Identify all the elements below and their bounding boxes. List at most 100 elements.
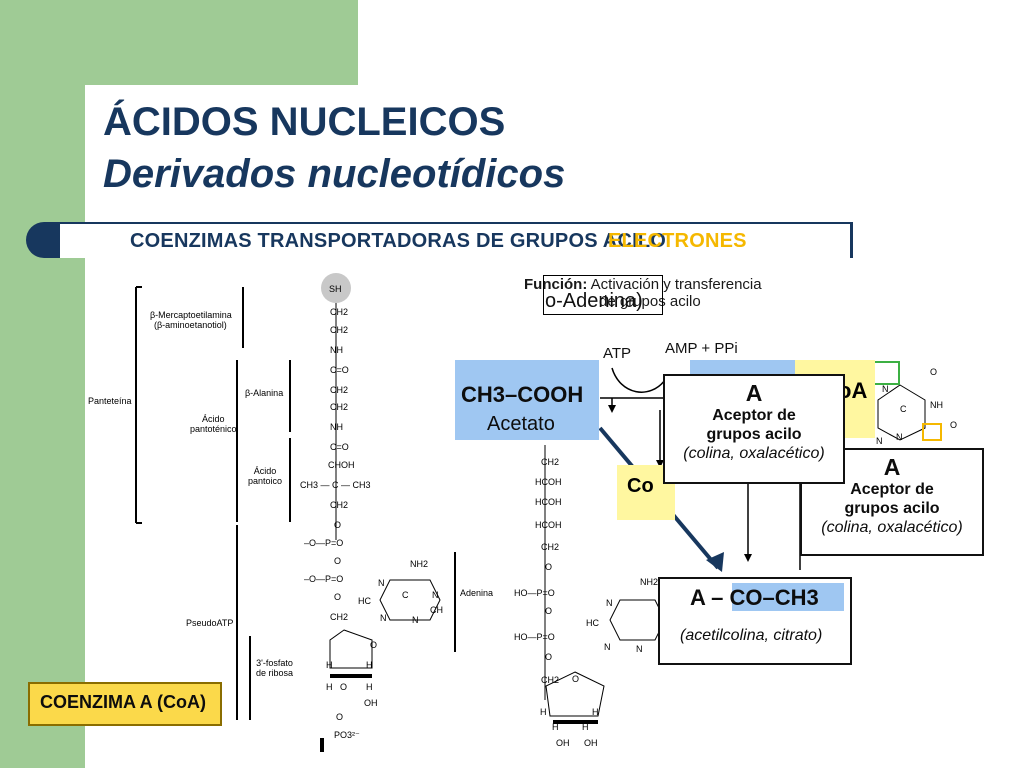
acceptor-box-front: A Aceptor de grupos acilo (colina, oxala… xyxy=(663,374,845,484)
svg-text:NH2: NH2 xyxy=(640,577,658,587)
acceptor-line1-back: Aceptor de xyxy=(850,481,934,498)
svg-text:H: H xyxy=(326,682,333,692)
product-box: A – CO–CH3 (acetilcolina, citrato) xyxy=(658,577,852,665)
overlap-fragment: o-Adenina) xyxy=(545,290,643,312)
acetate-name: Acetato xyxy=(487,413,555,435)
banner-title: COENZIMAS TRANSPORTADORAS DE GRUPOS ACIL… xyxy=(130,230,666,252)
svg-text:N: N xyxy=(606,598,613,608)
overlap-frame xyxy=(543,275,663,315)
label-alanina: β-Alanina xyxy=(245,388,284,398)
svg-text:O: O xyxy=(340,682,347,692)
svg-text:HCOH: HCOH xyxy=(535,520,562,530)
acceptor-line1-front: Aceptor de xyxy=(712,407,796,424)
svg-text:CH2: CH2 xyxy=(330,500,348,510)
svg-text:NH2: NH2 xyxy=(410,559,428,569)
acetate-formula: CH3–COOH xyxy=(461,382,584,407)
svg-text:PO3²⁻: PO3²⁻ xyxy=(334,730,360,740)
svg-text:–O—P=O: –O—P=O xyxy=(304,574,343,584)
svg-text:HCOH: HCOH xyxy=(535,497,562,507)
top-accent-bar xyxy=(0,0,358,85)
svg-text:HC: HC xyxy=(358,596,371,606)
svg-text:H: H xyxy=(592,707,599,717)
svg-text:SH: SH xyxy=(329,284,342,294)
svg-text:NH: NH xyxy=(330,422,343,432)
slide-title: ÁCIDOS NUCLEICOS xyxy=(103,100,506,144)
svg-text:CH2: CH2 xyxy=(330,612,348,622)
svg-text:OH: OH xyxy=(364,698,378,708)
svg-text:H: H xyxy=(540,707,547,717)
acceptor-line2-back: grupos acilo xyxy=(844,500,940,517)
svg-text:O: O xyxy=(545,562,552,572)
svg-text:C: C xyxy=(402,590,409,600)
svg-text:CH2: CH2 xyxy=(541,457,559,467)
amp-label: AMP + PPi xyxy=(665,340,738,357)
banner-overlap-text: ELECTRONES xyxy=(608,230,747,252)
svg-text:H: H xyxy=(582,722,589,732)
svg-text:N: N xyxy=(378,578,385,588)
svg-text:OH: OH xyxy=(584,738,598,748)
svg-text:O: O xyxy=(545,652,552,662)
svg-text:N: N xyxy=(432,590,439,600)
svg-text:O: O xyxy=(334,556,341,566)
svg-text:CH2: CH2 xyxy=(541,542,559,552)
svg-text:CH3 — C — CH3: CH3 — C — CH3 xyxy=(300,480,371,490)
svg-text:N: N xyxy=(882,384,889,394)
funcion-line2: de grupos acilo xyxy=(599,293,701,310)
svg-text:HCOH: HCOH xyxy=(535,477,562,487)
svg-text:CHOH: CHOH xyxy=(328,460,355,470)
svg-text:O: O xyxy=(950,420,957,430)
svg-text:N: N xyxy=(380,613,387,623)
acceptor-a-back: A xyxy=(883,454,901,480)
svg-text:HO—P=O: HO—P=O xyxy=(514,632,555,642)
product-highlight xyxy=(732,583,844,611)
svg-text:H: H xyxy=(552,722,559,732)
chain-center: CH2 HCOH HCOH HCOH CH2 O HO—P=O O HO—P=O… xyxy=(514,445,677,748)
svg-text:C=O: C=O xyxy=(330,365,349,375)
funcion-label: Función: xyxy=(524,276,588,293)
label-pseudoatp: PseudoATP xyxy=(186,618,234,628)
svg-text:N: N xyxy=(876,436,883,446)
acceptor-examples-front: (colina, oxalacético) xyxy=(683,445,825,462)
svg-text:CH2: CH2 xyxy=(330,307,348,317)
product-formula: A – CO–CH3 xyxy=(690,585,819,610)
svg-text:N: N xyxy=(604,642,611,652)
svg-text:NH: NH xyxy=(930,400,943,410)
svg-text:H: H xyxy=(366,660,373,670)
acceptor-line2-front: grupos acilo xyxy=(706,426,802,443)
svg-text:O: O xyxy=(334,592,341,602)
funcion-text: Función: Activación y transferencia de g… xyxy=(524,276,762,310)
svg-text:CH2: CH2 xyxy=(330,402,348,412)
svg-text:O: O xyxy=(334,520,341,530)
coa-label: COENZIMA A (CoA) xyxy=(40,692,206,712)
svg-text:C: C xyxy=(900,404,907,414)
svg-text:H: H xyxy=(326,660,333,670)
funcion-line1: Activación y transferencia xyxy=(590,276,762,293)
product-examples: (acetilcolina, citrato) xyxy=(680,627,823,644)
label-mercapto: β-Mercaptoetilamina(β-aminoetanotiol) xyxy=(150,310,232,330)
label-adenina: Adenina xyxy=(460,588,494,598)
svg-text:O: O xyxy=(930,367,937,377)
coa-label-box: COENZIMA A (CoA) xyxy=(28,682,222,726)
svg-text:CH: CH xyxy=(430,605,443,615)
label-panteteina: Panteteína xyxy=(88,396,132,406)
banner-strip xyxy=(60,224,850,258)
svg-text:N: N xyxy=(636,644,643,654)
svg-text:O: O xyxy=(336,712,343,722)
svg-text:O: O xyxy=(545,606,552,616)
svg-text:CH2: CH2 xyxy=(330,325,348,335)
sh-highlight xyxy=(321,273,351,303)
svg-text:–O—P=O: –O—P=O xyxy=(304,538,343,548)
svg-text:OH: OH xyxy=(556,738,570,748)
svg-text:CH2: CH2 xyxy=(541,675,559,685)
svg-text:HO—P=O: HO—P=O xyxy=(514,588,555,598)
slide-subtitle: Derivados nucleotídicos xyxy=(103,152,566,196)
chain-left: CH2 CH2 NH C=O CH2 CH2 NH C=O CHOH CH3 —… xyxy=(300,303,443,740)
svg-text:CH2: CH2 xyxy=(330,385,348,395)
svg-text:O: O xyxy=(572,674,579,684)
svg-text:H: H xyxy=(366,682,373,692)
left-accent-bar xyxy=(0,0,85,768)
